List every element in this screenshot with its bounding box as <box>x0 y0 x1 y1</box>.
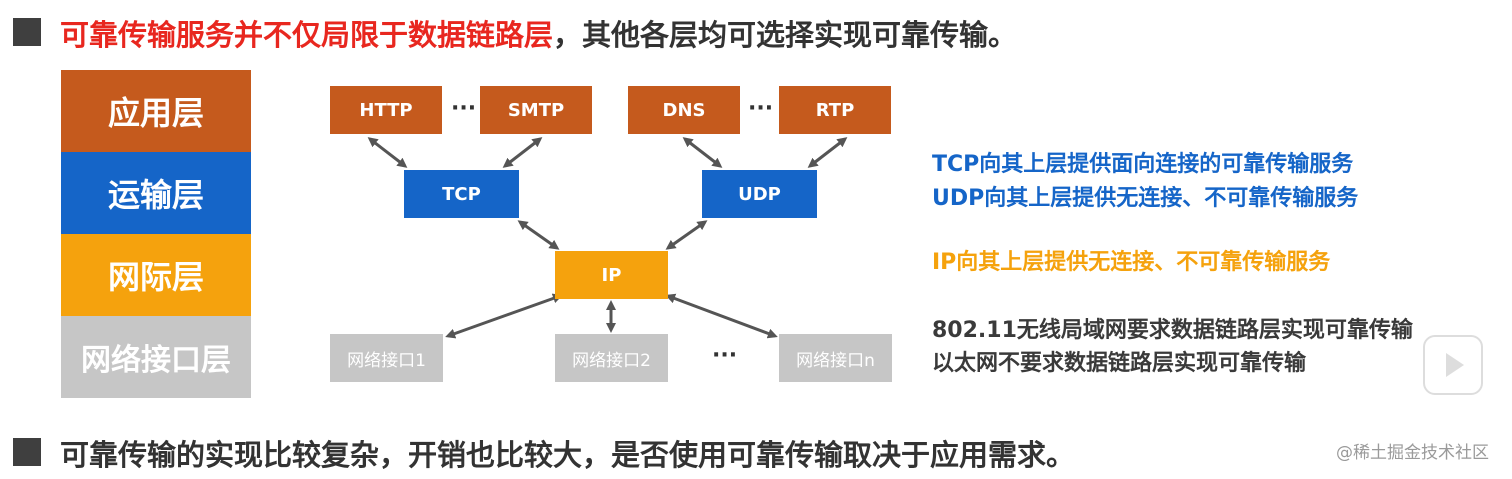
watermark: @稀土掘金技术社区 <box>1336 443 1489 463</box>
footer-text: 可靠传输的实现比较复杂，开销也比较大，是否使用可靠传输取决于应用需求。 <box>60 438 1076 472</box>
protocol-rtp: RTP <box>779 86 891 134</box>
bullet-square-icon-2 <box>13 438 41 466</box>
interface-2: 网络接口2 <box>555 334 668 382</box>
interface-n: 网络接口n <box>779 334 892 382</box>
arrow-dns-udp <box>682 137 723 168</box>
arrow-ip-ifn <box>665 293 778 339</box>
note-udp: UDP向其上层提供无连接、不可靠传输服务 <box>932 186 1359 211</box>
app-ellipsis-2: ··· <box>748 96 774 121</box>
protocol-http: HTTP <box>330 86 442 134</box>
protocol-udp: UDP <box>702 170 817 218</box>
play-icon[interactable] <box>1423 335 1483 395</box>
arrow-smtp-tcp <box>502 137 543 168</box>
protocol-ip: IP <box>555 251 668 299</box>
note-tcp: TCP向其上层提供面向连接的可靠传输服务 <box>932 152 1354 177</box>
header-text: 可靠传输服务并不仅局限于数据链路层，其他各层均可选择实现可靠传输。 <box>60 12 1017 54</box>
interface-ellipsis: ··· <box>712 343 738 368</box>
layer-interface: 网络接口层 <box>61 316 251 398</box>
protocol-tcp: TCP <box>404 170 519 218</box>
arrow-udp-ip <box>665 220 708 250</box>
arrow-ip-if1 <box>445 293 563 339</box>
interface-1: 网络接口1 <box>330 334 443 382</box>
note-ethernet: 以太网不要求数据链路层实现可靠传输 <box>932 351 1307 376</box>
arrow-tcp-ip <box>517 220 560 250</box>
note-ip: IP向其上层提供无连接、不可靠传输服务 <box>932 250 1331 275</box>
protocol-dns: DNS <box>628 86 740 134</box>
arrow-http-tcp <box>367 137 408 168</box>
layer-application: 应用层 <box>61 70 251 152</box>
app-ellipsis-1: ··· <box>451 96 477 121</box>
layer-transport: 运输层 <box>61 152 251 234</box>
note-wifi: 802.11无线局域网要求数据链路层实现可靠传输 <box>932 318 1413 343</box>
header-rest: ，其他各层均可选择实现可靠传输。 <box>553 18 1018 52</box>
protocol-smtp: SMTP <box>480 86 592 134</box>
header-highlight: 可靠传输服务并不仅局限于数据链路层 <box>60 18 554 52</box>
bullet-square-icon <box>13 18 41 46</box>
layer-network: 网际层 <box>61 234 251 316</box>
arrow-rtp-udp <box>807 137 848 168</box>
